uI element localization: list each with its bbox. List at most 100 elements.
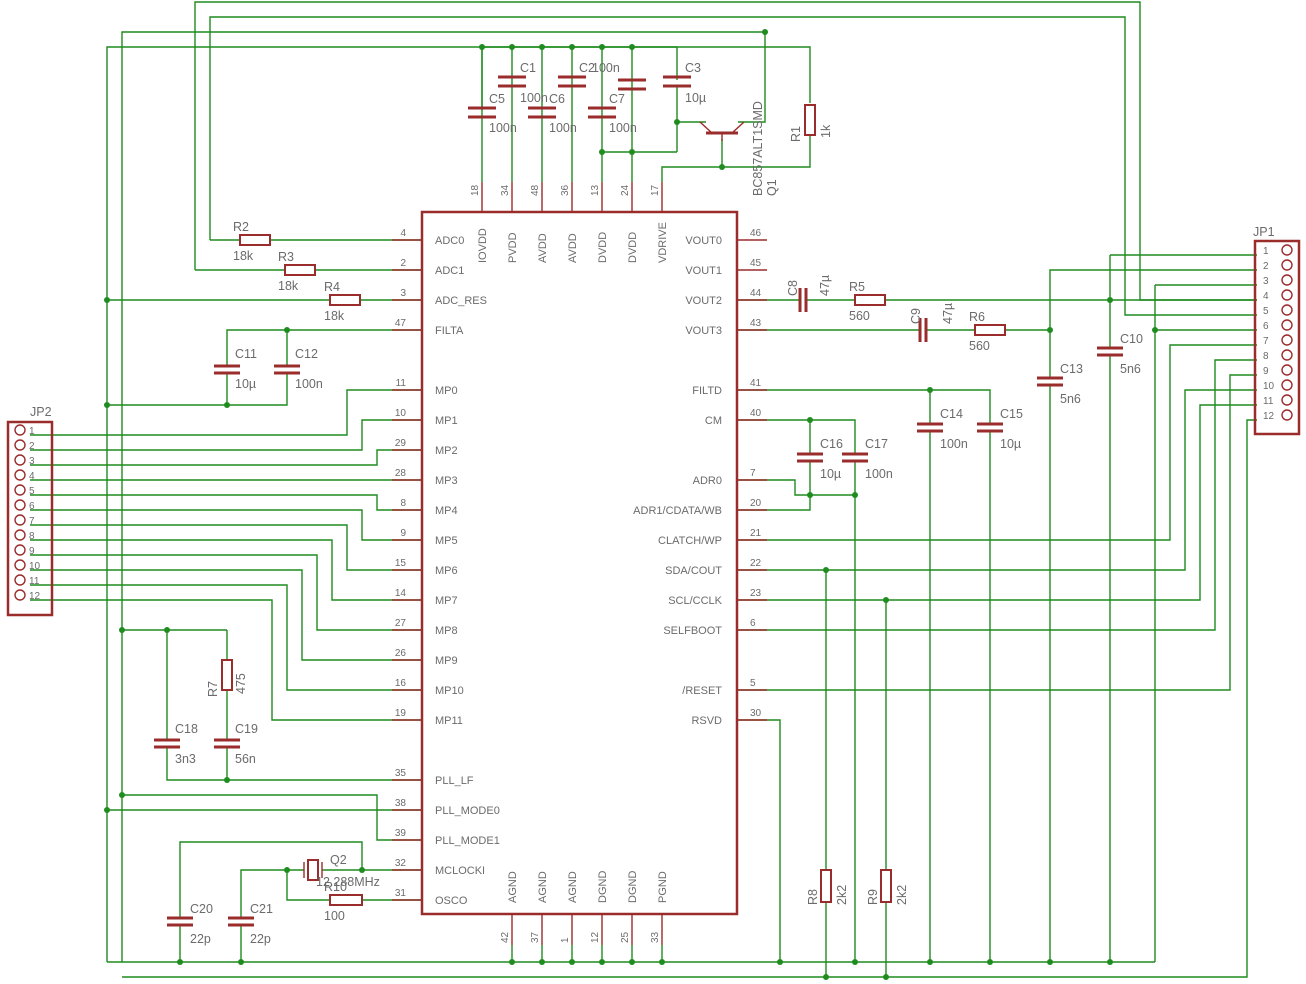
ic-pin-number: 12 (590, 931, 601, 943)
ic-pin-number: 24 (620, 184, 631, 196)
ic-pin-label: ADC0 (435, 235, 464, 247)
svg-text:10µ: 10µ (1000, 437, 1021, 451)
ic-pin-number: 36 (560, 184, 571, 196)
capacitor-c8: C8 47µ (786, 275, 832, 312)
ic-pin-number: 8 (400, 498, 406, 509)
svg-text:R6: R6 (969, 310, 985, 324)
jp2-pin-number: 6 (29, 501, 35, 512)
svg-text:C15: C15 (1000, 407, 1023, 421)
jp1-pin (1281, 289, 1293, 301)
ic-pin-label: MP6 (435, 565, 458, 577)
jp1-pin (1281, 379, 1293, 391)
jp1-pin-number: 6 (1263, 321, 1269, 332)
jp1-pin (1281, 304, 1293, 316)
jp1-pin-number: 9 (1263, 366, 1269, 377)
ic-pin-label: AGND (507, 871, 519, 903)
jp1-pin-number: 8 (1263, 351, 1269, 362)
svg-text:475: 475 (234, 673, 248, 694)
svg-text:22p: 22p (250, 932, 271, 946)
ic-pin-label: MP9 (435, 655, 458, 667)
jp1-pin (1281, 274, 1293, 286)
ic-pin-label: OSCO (435, 895, 468, 907)
svg-text:C11: C11 (235, 347, 257, 361)
jp2-pin (14, 454, 26, 466)
jp2-pin (14, 559, 26, 571)
jp1-label: JP1 (1253, 225, 1275, 239)
capacitor-c6: C6 100n (528, 92, 577, 135)
svg-text:10µ: 10µ (685, 91, 706, 105)
ic-pin-label: ADC_RES (435, 295, 487, 307)
capacitor-c13: C13 5n6 (1037, 362, 1083, 406)
ic-pin-number: 2 (400, 258, 406, 269)
svg-text:3n3: 3n3 (175, 752, 196, 766)
ic-pin-label: MP7 (435, 595, 458, 607)
jp1-pin-number: 12 (1263, 411, 1275, 422)
ic-pin-number: 3 (400, 288, 406, 299)
capacitor-c15: C15 10µ (977, 407, 1023, 451)
svg-text:C12: C12 (295, 347, 318, 361)
wires (30, 1, 1257, 978)
svg-text:C14: C14 (940, 407, 963, 421)
ic-pin-label: MCLOCKI (435, 865, 485, 877)
q1-emitter (699, 121, 713, 134)
ic-pin-number: 37 (530, 931, 541, 943)
svg-text:10µ: 10µ (235, 377, 256, 391)
svg-text:18k: 18k (324, 309, 345, 323)
resistor-r4: R4 18k (324, 280, 361, 323)
capacitor-c18: C18 3n3 (154, 722, 198, 766)
ic-pin-label: PLL_MODE0 (435, 805, 500, 817)
svg-text:100n: 100n (865, 467, 893, 481)
jp1-pin (1281, 364, 1293, 376)
jp2-pin-number: 4 (29, 471, 35, 482)
jp2-pin-number: 8 (29, 531, 35, 542)
jp1-pin-number: 5 (1263, 306, 1269, 317)
resistor-r8: R8 2k2 (806, 869, 849, 905)
ic-pin-label: RSVD (691, 715, 722, 727)
ic-pin-label: DVDD (597, 232, 609, 263)
ic-pin-label: MP2 (435, 445, 458, 457)
jp1-pin (1281, 259, 1293, 271)
capacitor-c19: C19 56n (214, 722, 258, 766)
capacitor-c7-parallel (618, 78, 646, 91)
svg-text:560: 560 (969, 339, 990, 353)
ic-pin-label: VOUT2 (685, 295, 722, 307)
svg-text:C3: C3 (685, 61, 701, 75)
svg-text:C13: C13 (1060, 362, 1083, 376)
ic-pin-number: 31 (395, 888, 407, 899)
ic-pin-label: PVDD (507, 232, 519, 263)
resistor-r7: R7 475 (206, 659, 248, 697)
ic-pin-number: 18 (470, 184, 481, 196)
capacitor-c7: C7 100n (588, 92, 637, 135)
ic-pin-label: VDRIVE (657, 222, 669, 263)
capacitor-c9: C9 47µ (909, 303, 955, 342)
jp2-pin (14, 514, 26, 526)
ic-pin-number: 41 (750, 378, 762, 389)
ic-pin-number: 27 (395, 618, 407, 629)
svg-text:C17: C17 (865, 437, 888, 451)
svg-text:100n: 100n (295, 377, 323, 391)
svg-text:5n6: 5n6 (1120, 362, 1141, 376)
ic-pin-number: 43 (750, 318, 762, 329)
svg-text:C6: C6 (549, 92, 565, 106)
jp2-pin-number: 5 (29, 486, 35, 497)
jp1-pin (1281, 319, 1293, 331)
svg-text:2k2: 2k2 (895, 885, 909, 905)
transistor-q1: BC857ALT1SMD Q1 (699, 101, 779, 196)
capacitor-c2: C2 100n (558, 61, 620, 88)
svg-text:R7: R7 (206, 681, 220, 697)
capacitor-c11: C11 10µ (214, 347, 257, 391)
ic-pin-number: 7 (750, 468, 756, 479)
jp2-pin-number: 9 (29, 546, 35, 557)
ic-pin-number: 33 (650, 931, 661, 943)
ic-pin-number: 15 (395, 558, 407, 569)
ic-pin-label: AVDD (537, 233, 549, 263)
codec-ic: 4ADC02ADC13ADC_RES47FILTA11MP010MP129MP2… (392, 182, 767, 945)
q2-ref: Q2 (330, 853, 347, 867)
jp2-pin (14, 424, 26, 436)
ic-pin-number: 1 (560, 937, 571, 943)
svg-text:R2: R2 (233, 220, 249, 234)
capacitor-c10: C10 5n6 (1097, 332, 1143, 376)
junctions (104, 29, 1158, 980)
